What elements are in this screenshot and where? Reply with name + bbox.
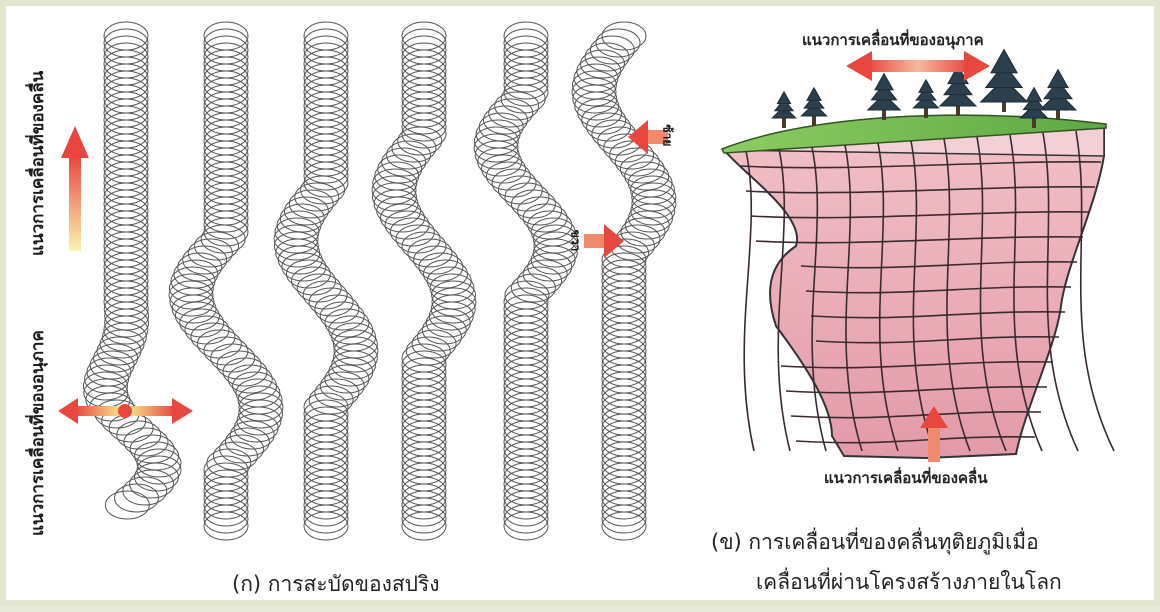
tree-2 [801, 88, 826, 126]
tree-7 [1040, 70, 1076, 120]
label-left: ซ้าย [657, 125, 676, 147]
caption-a: (ก) การสะบัดของสปริง [232, 568, 440, 601]
vertical-label-wave: แนวการเคลื่อนที่ของคลื่น [24, 71, 51, 256]
earth-block [722, 115, 1114, 458]
top-label-b: แนวการเคลื่อนที่ของอนุภาค [802, 28, 984, 52]
right-push-arrow [584, 224, 624, 258]
bottom-label-b: แนวการเคลื่อนที่ของคลื่น [824, 466, 987, 490]
caption-b-line1: (ข) การเคลื่อนที่ของคลื่นทุติยภูมิเมื่อ [711, 526, 1039, 559]
label-right: ขวา [565, 230, 584, 252]
spring-3 [274, 22, 378, 540]
spring-6 [572, 22, 676, 540]
spring-5 [474, 22, 578, 540]
tree-6 [981, 49, 1028, 112]
wave-direction-arrow [61, 126, 89, 251]
tree-4 [913, 80, 938, 118]
spring-1 [83, 22, 181, 519]
spring-2 [169, 22, 283, 540]
springs-group [83, 22, 675, 540]
vertical-label-particle: แนวการเคลื่อนที่ของอนุภาค [24, 330, 51, 536]
tree-1 [772, 92, 795, 128]
tree-3 [868, 74, 900, 120]
particle-motion-arrow [58, 398, 193, 424]
spring-4 [372, 22, 476, 540]
diagram-art [6, 6, 1160, 612]
caption-b-line2: เคลื่อนที่ผ่านโครงสร้างภายในโลก [756, 566, 1062, 599]
particle-direction-arrow [846, 51, 990, 81]
